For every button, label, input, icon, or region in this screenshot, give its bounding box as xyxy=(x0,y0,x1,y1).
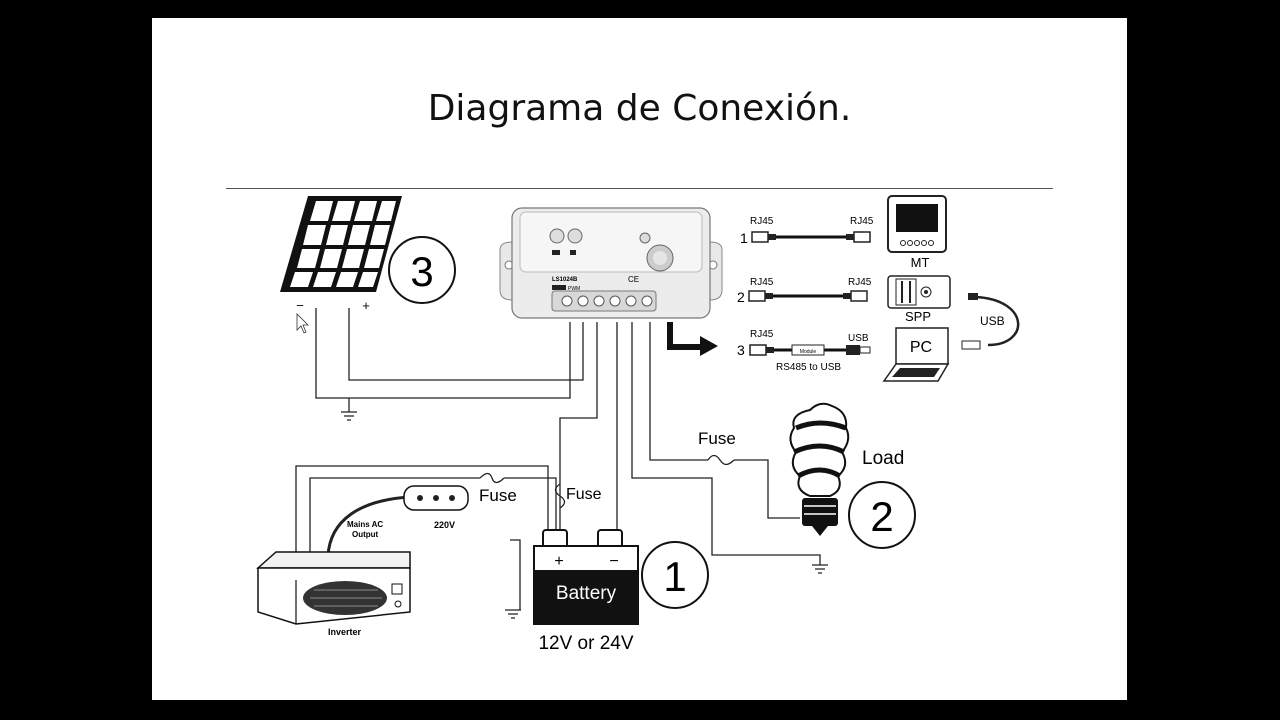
row2-left-port: RJ45 xyxy=(750,277,774,288)
solar-minus-label: − xyxy=(296,298,304,313)
arrow-icon xyxy=(667,322,718,356)
controller-led-icon-2 xyxy=(567,228,583,244)
controller-bulb-icon xyxy=(639,232,651,244)
badge-solar: 3 xyxy=(388,236,456,304)
spp-label: SPP xyxy=(905,309,931,324)
badge-solar-number: 3 xyxy=(410,248,433,295)
inverter-fuse-label: Fuse xyxy=(479,486,517,505)
badge-battery: 1 xyxy=(641,541,709,609)
solar-negative-wire xyxy=(315,308,571,399)
controller-subtitle: PWM xyxy=(568,286,580,292)
load-negative-wire xyxy=(631,322,821,565)
mains-socket-icon xyxy=(403,485,469,511)
fuse-icon-inverter xyxy=(479,472,505,484)
load-label: Load xyxy=(862,448,904,469)
spp-device-icon xyxy=(887,275,951,309)
battery-icon xyxy=(533,529,639,625)
fuse-symbols xyxy=(479,454,735,509)
mouse-cursor-icon xyxy=(296,313,309,334)
load-positive-wire xyxy=(649,322,800,519)
slide-title: Diagrama de Conexión. xyxy=(427,88,852,129)
battery-minus: − xyxy=(609,553,618,570)
mt-device-icon xyxy=(887,195,947,253)
row2-right-port: RJ45 xyxy=(848,277,872,288)
battery-ground-wire xyxy=(510,539,521,610)
row3-left-port: RJ45 xyxy=(750,329,774,340)
load-fuse-label: Fuse xyxy=(698,429,736,448)
pc-label: PC xyxy=(910,339,932,356)
rs485-caption: RS485 to USB xyxy=(776,362,841,373)
ground-icon-battery xyxy=(505,609,521,619)
battery-plus: + xyxy=(554,553,563,570)
ground-symbols xyxy=(341,411,828,619)
badge-load-number: 2 xyxy=(870,493,893,540)
fuse-icon-load xyxy=(707,454,735,466)
title-divider xyxy=(226,188,1053,189)
ground-icon-solar xyxy=(341,411,357,421)
badge-battery-number: 1 xyxy=(663,553,686,600)
fuse-icon-battery xyxy=(554,483,566,509)
battery-fuse-label: Fuse xyxy=(566,486,602,503)
wires xyxy=(295,295,1020,610)
ground-icon-load xyxy=(812,564,828,574)
usb-plug-bottom-icon xyxy=(961,340,981,350)
usb-cable-label: USB xyxy=(980,314,1005,328)
controller-model: LS1024B xyxy=(552,277,578,283)
usb-cable xyxy=(975,295,1020,347)
inverter-label: Inverter xyxy=(328,627,362,637)
load-bulb-icon xyxy=(789,402,850,536)
inverter-icon xyxy=(256,551,411,625)
comm-row-3: RJ45 USB 3 Module RS485 to USB xyxy=(737,329,871,373)
comm-row-2: RJ45 RJ45 2 xyxy=(737,277,872,305)
battery-positive-wire xyxy=(559,322,598,532)
solar-panel-icon xyxy=(280,196,402,292)
rs485-module: Module xyxy=(800,349,817,355)
badge-load: 2 xyxy=(848,481,916,549)
pc-laptop-icon xyxy=(882,327,950,382)
socket-voltage: 220V xyxy=(434,520,455,530)
controller-ce-mark: CE xyxy=(628,275,639,284)
row3-number: 3 xyxy=(737,342,745,358)
row1-right-port: RJ45 xyxy=(850,216,874,227)
controller-led-icon xyxy=(549,228,565,244)
mt-label: MT xyxy=(911,255,930,270)
inverter-wire-inner xyxy=(309,477,557,560)
mains-ac-label-2: Output xyxy=(352,530,379,539)
battery-label: Battery xyxy=(556,583,617,604)
row3-right-port: USB xyxy=(848,333,869,344)
row1-number: 1 xyxy=(740,230,748,246)
battery-voltage: 12V or 24V xyxy=(538,633,633,654)
solar-positive-wire xyxy=(348,308,584,381)
mains-output-cable xyxy=(326,495,411,557)
inverter-wire-outer xyxy=(295,465,549,565)
charge-controller: LS1024B PWM CE xyxy=(499,207,723,319)
solar-plus-label: + xyxy=(362,298,370,313)
row1-left-port: RJ45 xyxy=(750,216,774,227)
row2-number: 2 xyxy=(737,289,745,305)
usb-plug-top-icon xyxy=(968,293,978,300)
comm-row-1: RJ45 RJ45 1 xyxy=(740,216,874,246)
mains-ac-label-1: Mains AC xyxy=(347,520,383,529)
